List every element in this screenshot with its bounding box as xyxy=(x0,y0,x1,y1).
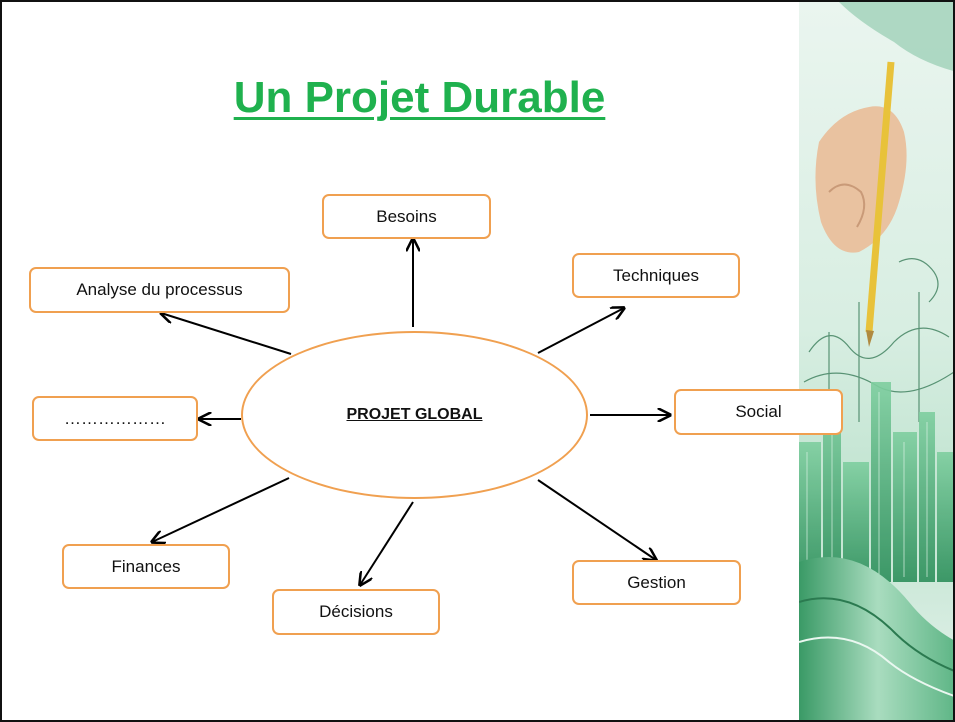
node-gestion-label: Gestion xyxy=(627,572,686,592)
node-social: Social xyxy=(674,389,843,435)
node-gestion: Gestion xyxy=(572,560,741,605)
arrow-to-gestion xyxy=(537,479,656,560)
node-besoins: Besoins xyxy=(322,194,491,239)
arrow-to-analyse xyxy=(161,313,292,355)
node-besoins-label: Besoins xyxy=(376,206,437,226)
node-techniques-label: Techniques xyxy=(612,265,699,285)
slide-title: Un Projet Durable xyxy=(233,73,606,122)
arrow-to-finances xyxy=(152,477,290,542)
node-decisions-label: Décisions xyxy=(319,602,393,621)
node-analyse-du-processus: Analyse du processus xyxy=(29,267,290,313)
node-techniques: Techniques xyxy=(572,253,740,298)
arrow-to-techniques xyxy=(537,308,624,354)
node-social-label: Social xyxy=(735,402,782,421)
node-decisions: Décisions xyxy=(272,589,440,635)
node-ellipsis-label: ……………… xyxy=(64,408,166,428)
node-ellipsis: ……………… xyxy=(32,396,198,441)
center-node-projet-global: PROJET GLOBAL xyxy=(241,331,588,499)
node-finances: Finances xyxy=(62,544,230,589)
arrow-to-decisions xyxy=(360,501,414,585)
node-analyse-label: Analyse du processus xyxy=(76,280,243,299)
node-finances-label: Finances xyxy=(111,556,181,576)
decorative-illustration xyxy=(799,2,953,720)
center-node-label: PROJET GLOBAL xyxy=(346,406,483,423)
